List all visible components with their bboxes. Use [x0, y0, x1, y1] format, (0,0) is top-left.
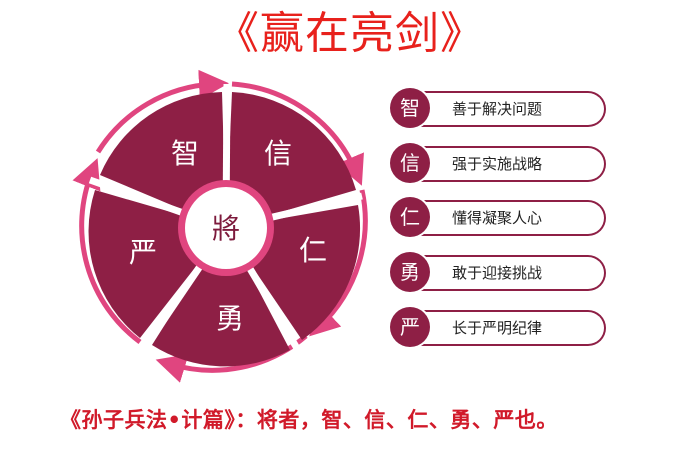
capsule-outline — [420, 146, 606, 182]
segment-label: 信 — [264, 137, 292, 170]
item-description: 敢于迎接挑战 — [452, 264, 543, 282]
capsule-outline — [420, 310, 606, 346]
list-item: 严 长于严明纪律 — [390, 307, 620, 349]
list-item: 信 强于实施战略 — [390, 143, 620, 185]
list-item: 仁 懂得凝聚人心 — [390, 197, 620, 239]
badge: 智 — [390, 88, 430, 128]
item-description: 强于实施战略 — [452, 155, 543, 173]
arrow-icon — [95, 69, 229, 154]
list-item: 智 善于解决问题 — [390, 88, 620, 130]
segment-label: 勇 — [216, 302, 244, 335]
item-description: 善于解决问题 — [452, 100, 543, 118]
segment-label: 严 — [129, 236, 157, 269]
page-title: 《赢在亮剑》 — [215, 8, 485, 59]
badge: 严 — [390, 307, 430, 347]
capsule-outline — [420, 91, 606, 127]
arrow-icon — [231, 81, 364, 186]
capsule-outline — [420, 255, 606, 291]
center-label: 將 — [212, 212, 240, 245]
arrow-icon — [309, 189, 368, 337]
center-circle — [185, 187, 267, 269]
capsule-outline — [420, 200, 606, 236]
badge: 仁 — [390, 197, 430, 237]
source-quote: 《孙子兵法•计篇》：将者，智、信、仁、勇、严也。 — [60, 408, 558, 432]
segment-yong — [152, 228, 290, 367]
item-description: 懂得凝聚人心 — [452, 209, 543, 227]
segment-label: 智 — [171, 137, 199, 170]
list-item: 勇 敢于迎接挑战 — [390, 252, 620, 294]
segment-label: 仁 — [299, 234, 327, 267]
cycle-arrows — [72, 69, 368, 383]
arrow-icon — [155, 334, 308, 383]
badge: 信 — [390, 143, 430, 183]
item-description: 长于严明纪律 — [452, 319, 543, 337]
arrow-icon — [72, 158, 142, 345]
badge: 勇 — [390, 252, 430, 292]
